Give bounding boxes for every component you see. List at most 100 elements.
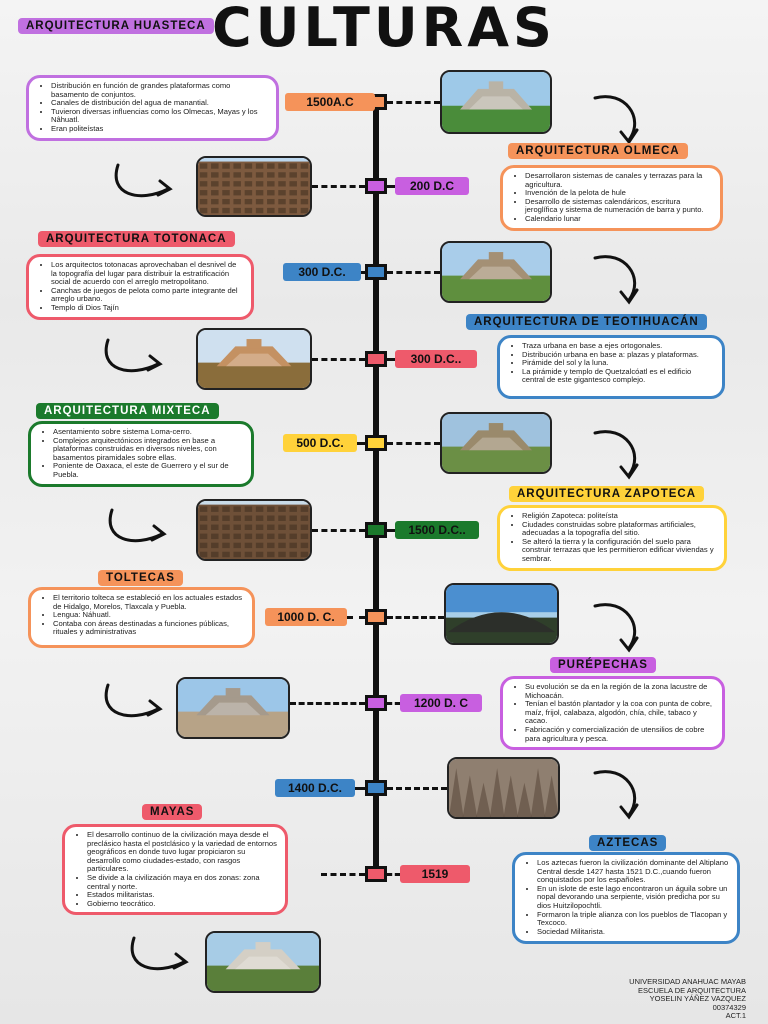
date-label: 1400 D.C.	[275, 779, 355, 797]
info-box: Su evolución se da en la región de la zo…	[500, 676, 725, 751]
bullet-item: Su evolución se da en la región de la zo…	[525, 682, 714, 700]
date-label: 1200 D. C	[400, 694, 482, 712]
bullet-item: Lengua: Náhuatl.	[53, 611, 244, 620]
curved-arrow-icon	[104, 500, 168, 563]
connector-line	[355, 787, 365, 790]
info-box: Los aztecas fueron la civilización domin…	[512, 852, 740, 944]
bullet-list: Su evolución se da en la región de la zo…	[511, 682, 714, 743]
bullet-item: Tuvieron diversas influencias como los O…	[51, 107, 268, 125]
section-heading: MAYAS	[142, 804, 203, 820]
site-photo	[440, 70, 552, 134]
bullet-list: Traza urbana en base a ejes ortogonales.…	[508, 341, 714, 385]
site-photo	[176, 677, 290, 739]
bullet-item: Poniente de Oaxaca, el este de Guerrero …	[53, 462, 243, 479]
timeline-spine	[373, 100, 379, 875]
bullet-item: Canchas de juegos de pelota como parte i…	[51, 286, 243, 304]
bullet-item: Invención de la pelota de hule	[525, 189, 712, 198]
info-box: Traza urbana en base a ejes ortogonales.…	[497, 335, 725, 399]
bullet-item: Sociedad Militarista.	[537, 927, 729, 937]
curved-arrow-icon	[126, 928, 190, 991]
curved-arrow-icon	[585, 765, 649, 828]
footer-line: ESCUELA DE ARQUITECTURA	[638, 985, 746, 995]
timeline-node	[365, 435, 387, 451]
bullet-item: Asentamiento sobre sistema Loma-cerro.	[53, 427, 243, 437]
timeline-node	[365, 178, 387, 194]
footer: UNIVERSIDAD ANAHUAC MAYAB ESCUELA DE ARQ…	[516, 977, 746, 1021]
connector-line	[387, 787, 447, 790]
footer-line: UNIVERSIDAD ANAHUAC MAYAB	[629, 977, 746, 986]
connector-line	[361, 271, 365, 274]
connector-line	[357, 442, 365, 445]
site-photo	[444, 583, 559, 645]
section-heading: ARQUITECTURA ZAPOTECA	[509, 486, 705, 502]
connector-line	[387, 442, 440, 445]
bullet-item: La pirámide y templo de Quetzalcóatl es …	[522, 367, 714, 385]
timeline-node	[365, 351, 387, 367]
bullet-item: Desarrollaron sistemas de canales y terr…	[525, 171, 712, 189]
bullet-item: Distribución urbana en base a: plazas y …	[522, 350, 714, 360]
site-photo	[440, 241, 552, 303]
timeline-node	[365, 780, 387, 796]
date-label: 500 D.C.	[283, 434, 357, 452]
bullet-item: Complejos arquitectónicos integrados en …	[53, 436, 243, 463]
bullet-item: En un islote de este lago encontraron un…	[537, 884, 729, 911]
connector-line	[312, 185, 365, 188]
bullet-item: Formaron la triple alianza con los puebl…	[537, 910, 729, 928]
section-heading: PURÉPECHAS	[550, 657, 656, 673]
date-label: 1500 D.C..	[395, 521, 479, 539]
page-title: CULTURAS	[212, 0, 556, 59]
footer-line: ACT.1	[725, 1011, 746, 1021]
curved-arrow-icon	[585, 598, 649, 661]
date-label: 200 D.C	[395, 177, 469, 195]
section-heading: ARQUITECTURA MIXTECA	[36, 403, 219, 419]
bullet-item: Eran politeístas	[51, 124, 268, 134]
footer-line: YOSELIN YÁÑEZ VAZQUEZ	[649, 994, 746, 1004]
curved-arrow-icon	[100, 675, 164, 738]
section-heading: ARQUITECTURA OLMECA	[508, 143, 688, 159]
connector-line	[387, 702, 400, 705]
site-photo	[196, 156, 312, 217]
bullet-item: Canales de distribución del agua de mana…	[51, 99, 268, 108]
curved-arrow-icon	[585, 250, 649, 313]
connector-line	[387, 358, 395, 361]
section-heading: ARQUITECTURA DE TEOTIHUACÁN	[466, 314, 707, 330]
curved-arrow-icon	[585, 90, 649, 153]
bullet-list: Desarrollaron sistemas de canales y terr…	[511, 171, 712, 224]
connector-line	[321, 873, 365, 876]
timeline-node	[365, 264, 387, 280]
date-label: 1500A.C	[285, 93, 375, 111]
timeline-node	[365, 866, 387, 882]
site-photo	[440, 412, 552, 474]
bullet-list: El territorio tolteca se estableció en l…	[39, 593, 244, 637]
connector-line	[387, 185, 395, 188]
bullet-item: Religión Zapoteca: politeísta	[522, 511, 716, 521]
connector-line	[387, 271, 440, 274]
bullet-item: Tenían el bastón plantador y la coa con …	[525, 699, 714, 726]
connector-line	[387, 616, 444, 619]
curved-arrow-icon	[585, 425, 649, 488]
bullet-item: Traza urbana en base a ejes ortogonales.	[522, 341, 714, 351]
info-box: El desarrollo continuo de la civilizació…	[62, 824, 288, 916]
section-heading: ARQUITECTURA TOTONACA	[38, 231, 235, 247]
bullet-list: Los aztecas fueron la civilización domin…	[523, 858, 729, 937]
timeline-node	[365, 609, 387, 625]
bullet-item: Se divide a la civilización maya en dos …	[87, 873, 277, 891]
site-photo	[447, 757, 560, 819]
timeline-node	[365, 695, 387, 711]
bullet-item: Calendario lunar	[525, 214, 712, 224]
bullet-item: Distribución en función de grandes plata…	[51, 81, 268, 99]
info-box: Los arquitectos totonacas aprovechaban e…	[26, 254, 254, 320]
site-photo	[196, 328, 312, 390]
bullet-item: Estados militaristas.	[87, 891, 277, 900]
section-heading: ARQUITECTURA HUASTECA	[18, 18, 214, 34]
bullet-list: El desarrollo continuo de la civilizació…	[73, 830, 277, 908]
bullet-item: Contaba con áreas destinadas a funciones…	[53, 619, 244, 637]
bullet-list: Asentamiento sobre sistema Loma-cerro.Co…	[39, 427, 243, 480]
bullet-item: Los aztecas fueron la civilización domin…	[537, 858, 729, 885]
date-label: 300 D.C.	[283, 263, 361, 281]
info-box: El territorio tolteca se estableció en l…	[28, 587, 255, 648]
info-box: Religión Zapoteca: politeístaCiudades co…	[497, 505, 727, 571]
date-label: 300 D.C..	[395, 350, 477, 368]
bullet-list: Religión Zapoteca: politeístaCiudades co…	[508, 511, 716, 564]
bullet-item: Fabricación y comercialización de utensi…	[525, 725, 714, 743]
